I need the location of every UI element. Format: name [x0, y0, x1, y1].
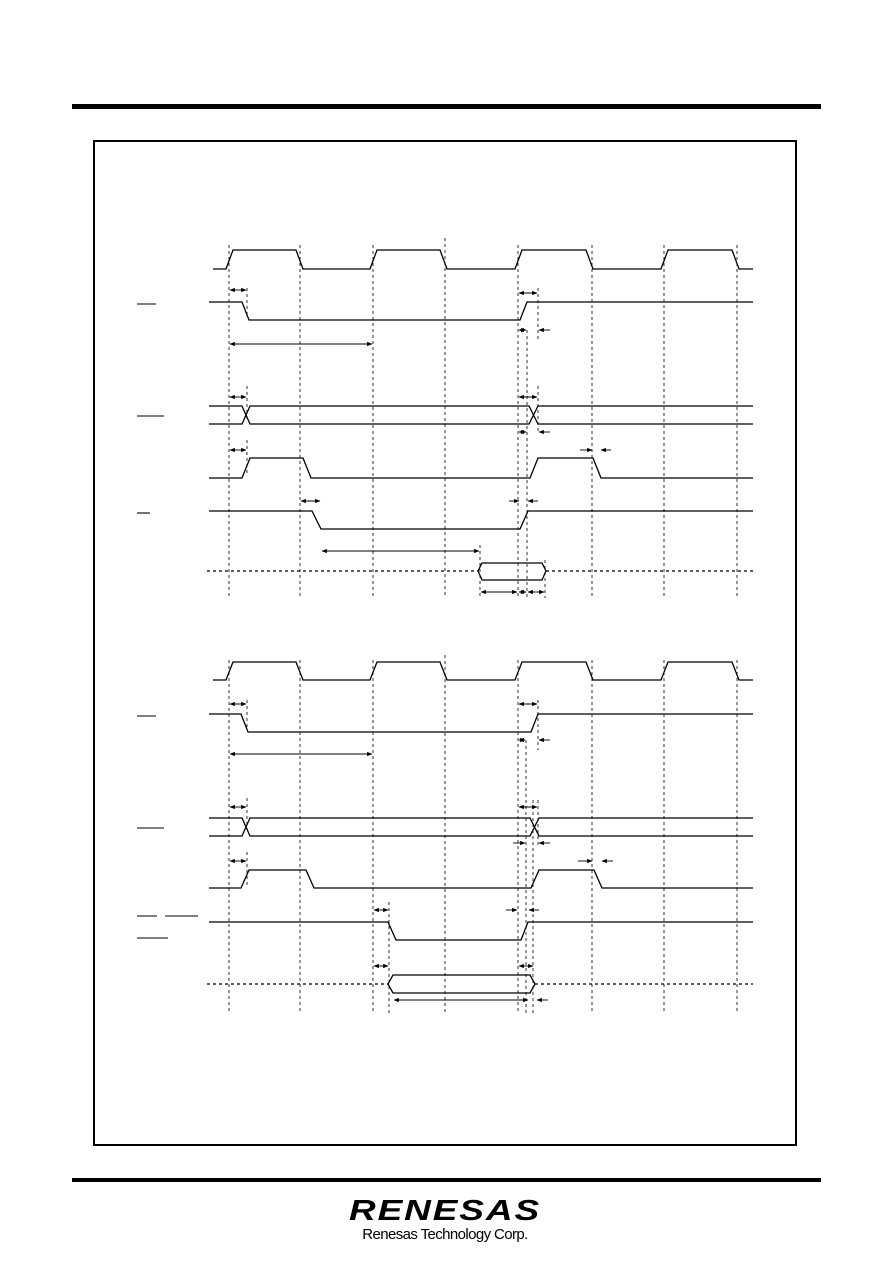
data-valid-lower	[387, 983, 536, 994]
clock-waveform	[213, 249, 753, 270]
data-valid-lower	[477, 570, 547, 581]
timing-arrows	[229, 287, 611, 595]
strobe-waveform	[209, 713, 753, 733]
read-strobe-waveform	[209, 510, 753, 530]
timing-arrows	[229, 701, 613, 1003]
timing-guides	[228, 238, 738, 598]
strobe-waveform	[209, 301, 753, 321]
timing-guides	[228, 655, 738, 1013]
write-strobe-waveform	[209, 921, 753, 941]
header-rule	[72, 104, 821, 109]
data-valid-upper	[477, 562, 547, 572]
footer-rule	[72, 1178, 821, 1182]
address-bus-upper	[209, 817, 753, 837]
write-cycle-panel	[137, 655, 753, 1013]
read-cycle-panel	[137, 238, 753, 598]
renesas-logo: RENESAS Renesas Technology Corp.	[340, 1194, 550, 1250]
signal-name-overbars	[137, 303, 164, 514]
company-name: Renesas Technology Corp.	[362, 1226, 528, 1243]
svg-text:RENESAS: RENESAS	[349, 1195, 541, 1226]
address-bus-lower	[209, 405, 753, 425]
signal-waveforms	[209, 249, 753, 581]
signal-name-overbars	[137, 715, 198, 939]
address-bus-lower	[209, 817, 753, 837]
renesas-wordmark-icon: RENESAS	[349, 1195, 541, 1226]
clock-waveform	[213, 661, 753, 681]
status-waveform	[209, 869, 753, 889]
signal-waveforms	[209, 661, 753, 994]
status-waveform	[209, 457, 753, 479]
address-bus-upper	[209, 405, 753, 425]
figure-frame	[93, 140, 797, 1146]
data-valid-upper	[387, 974, 536, 985]
